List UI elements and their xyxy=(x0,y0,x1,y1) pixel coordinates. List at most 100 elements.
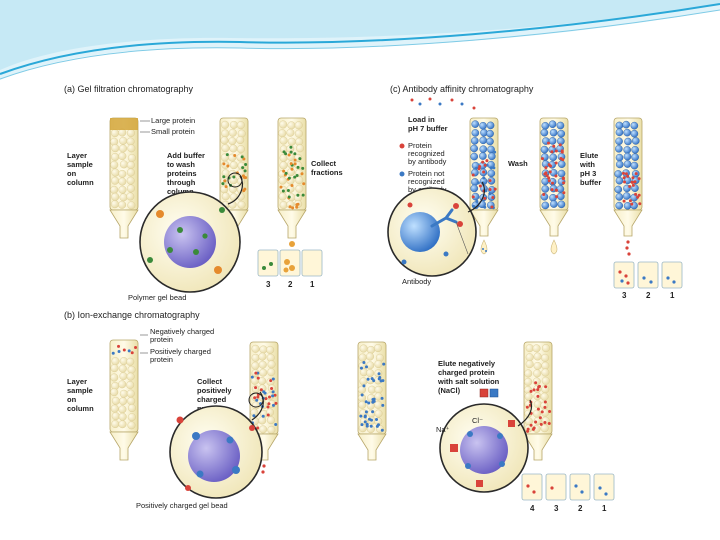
gel-bead xyxy=(110,186,118,194)
protein-dot xyxy=(366,425,369,428)
protein-dot xyxy=(118,350,121,353)
gel-bead xyxy=(624,129,631,136)
gel-bead xyxy=(222,193,230,201)
protein-dot xyxy=(626,175,629,178)
protein-dot xyxy=(490,206,493,209)
gel-bead xyxy=(112,169,120,177)
gel-bead xyxy=(616,177,623,184)
protein-dot xyxy=(267,405,270,408)
gel-bead xyxy=(366,369,374,377)
protein-dot xyxy=(360,367,363,370)
column-b3 xyxy=(358,342,386,460)
protein-dot xyxy=(638,202,641,205)
layer-label-b: Layer sample on column xyxy=(67,377,95,413)
gel-bead xyxy=(541,393,549,401)
gel-bead xyxy=(128,145,136,153)
gel-bead xyxy=(230,121,238,129)
protein-dot xyxy=(360,423,363,426)
protein-dot xyxy=(274,394,277,397)
protein-dot xyxy=(630,203,633,206)
protein-dot xyxy=(540,423,543,426)
protein-dot xyxy=(544,400,547,403)
protein-dot xyxy=(544,171,547,174)
protein-dot xyxy=(483,197,486,200)
gel-bead xyxy=(126,381,134,389)
gel-bead xyxy=(616,202,623,209)
gel-bead xyxy=(616,161,623,168)
protein-dot xyxy=(530,424,533,427)
protein-dot xyxy=(226,153,229,156)
protein-dot xyxy=(489,188,492,191)
gel-bead xyxy=(486,138,493,145)
protein-dot xyxy=(475,200,478,203)
gel-bead xyxy=(110,388,118,396)
gel-bead xyxy=(549,137,556,144)
gel-bead xyxy=(127,161,135,169)
protein-dot xyxy=(544,385,547,388)
gel-bead xyxy=(126,193,134,201)
gel-bead xyxy=(526,344,534,352)
protein-dot xyxy=(241,155,244,158)
protein-dot xyxy=(293,152,296,155)
gel-bead xyxy=(279,121,287,129)
gel-bead xyxy=(623,192,630,199)
protein-dot xyxy=(294,159,297,162)
protein-dot xyxy=(282,189,285,192)
gel-bead xyxy=(252,362,260,370)
gel-bead xyxy=(533,370,541,378)
protein-dot xyxy=(541,157,544,160)
legend-negative: Negatively charged protein xyxy=(150,327,216,344)
protein-dot xyxy=(291,184,294,187)
gel-bead xyxy=(366,362,374,370)
protein-dot xyxy=(623,176,626,179)
gel-bead xyxy=(119,406,127,414)
protein-dot xyxy=(274,423,277,426)
protein-dot xyxy=(534,381,537,384)
protein-dot xyxy=(296,194,299,197)
protein-dot xyxy=(359,415,362,418)
gel-bead xyxy=(111,193,119,201)
gel-bead xyxy=(128,404,136,412)
protein-dot xyxy=(629,199,632,202)
positively-charged-gel-bead-magnified xyxy=(170,392,263,498)
gel-bead xyxy=(296,185,304,193)
gel-bead xyxy=(127,177,135,185)
gel-bead xyxy=(120,390,128,398)
protein-dot xyxy=(288,195,291,198)
protein-dot xyxy=(272,404,275,407)
gel-bead xyxy=(268,426,276,434)
fraction-c-2: 2 xyxy=(646,291,651,300)
protein-dot xyxy=(530,390,533,393)
protein-dot xyxy=(264,397,267,400)
protein-dot xyxy=(542,193,545,196)
gel-bead xyxy=(541,354,549,362)
gel-bead xyxy=(631,122,638,129)
gel-bead xyxy=(375,360,383,368)
protein-dot xyxy=(532,428,535,431)
protein-dot xyxy=(550,150,553,153)
panel-a-title: (a) Gel filtration chromatography xyxy=(64,84,194,94)
protein-dot xyxy=(222,175,225,178)
gel-bead xyxy=(128,201,136,209)
gel-bead xyxy=(112,144,120,152)
protein-dot xyxy=(365,410,368,413)
protein-dot xyxy=(632,184,635,187)
gel-bead xyxy=(558,161,565,168)
load-label-c: Load in pH 7 buffer xyxy=(408,115,448,133)
protein-dot xyxy=(546,174,549,177)
protein-dot xyxy=(381,397,384,400)
bead-label-a: Polymer gel bead xyxy=(128,293,186,302)
gel-bead xyxy=(118,201,126,209)
protein-dot xyxy=(254,372,257,375)
protein-dot xyxy=(548,422,551,425)
gel-bead xyxy=(128,413,136,421)
antibody-label: Antibody xyxy=(402,277,431,286)
gel-bead xyxy=(222,144,230,152)
salt-elution-bead-magnified xyxy=(440,400,532,492)
gel-bead xyxy=(542,344,550,352)
bead-label-b: Positively charged gel bead xyxy=(136,501,228,510)
protein-dot xyxy=(534,421,537,424)
protein-dot xyxy=(264,392,267,395)
protein-dot xyxy=(243,188,246,191)
protein-dot xyxy=(494,188,497,191)
